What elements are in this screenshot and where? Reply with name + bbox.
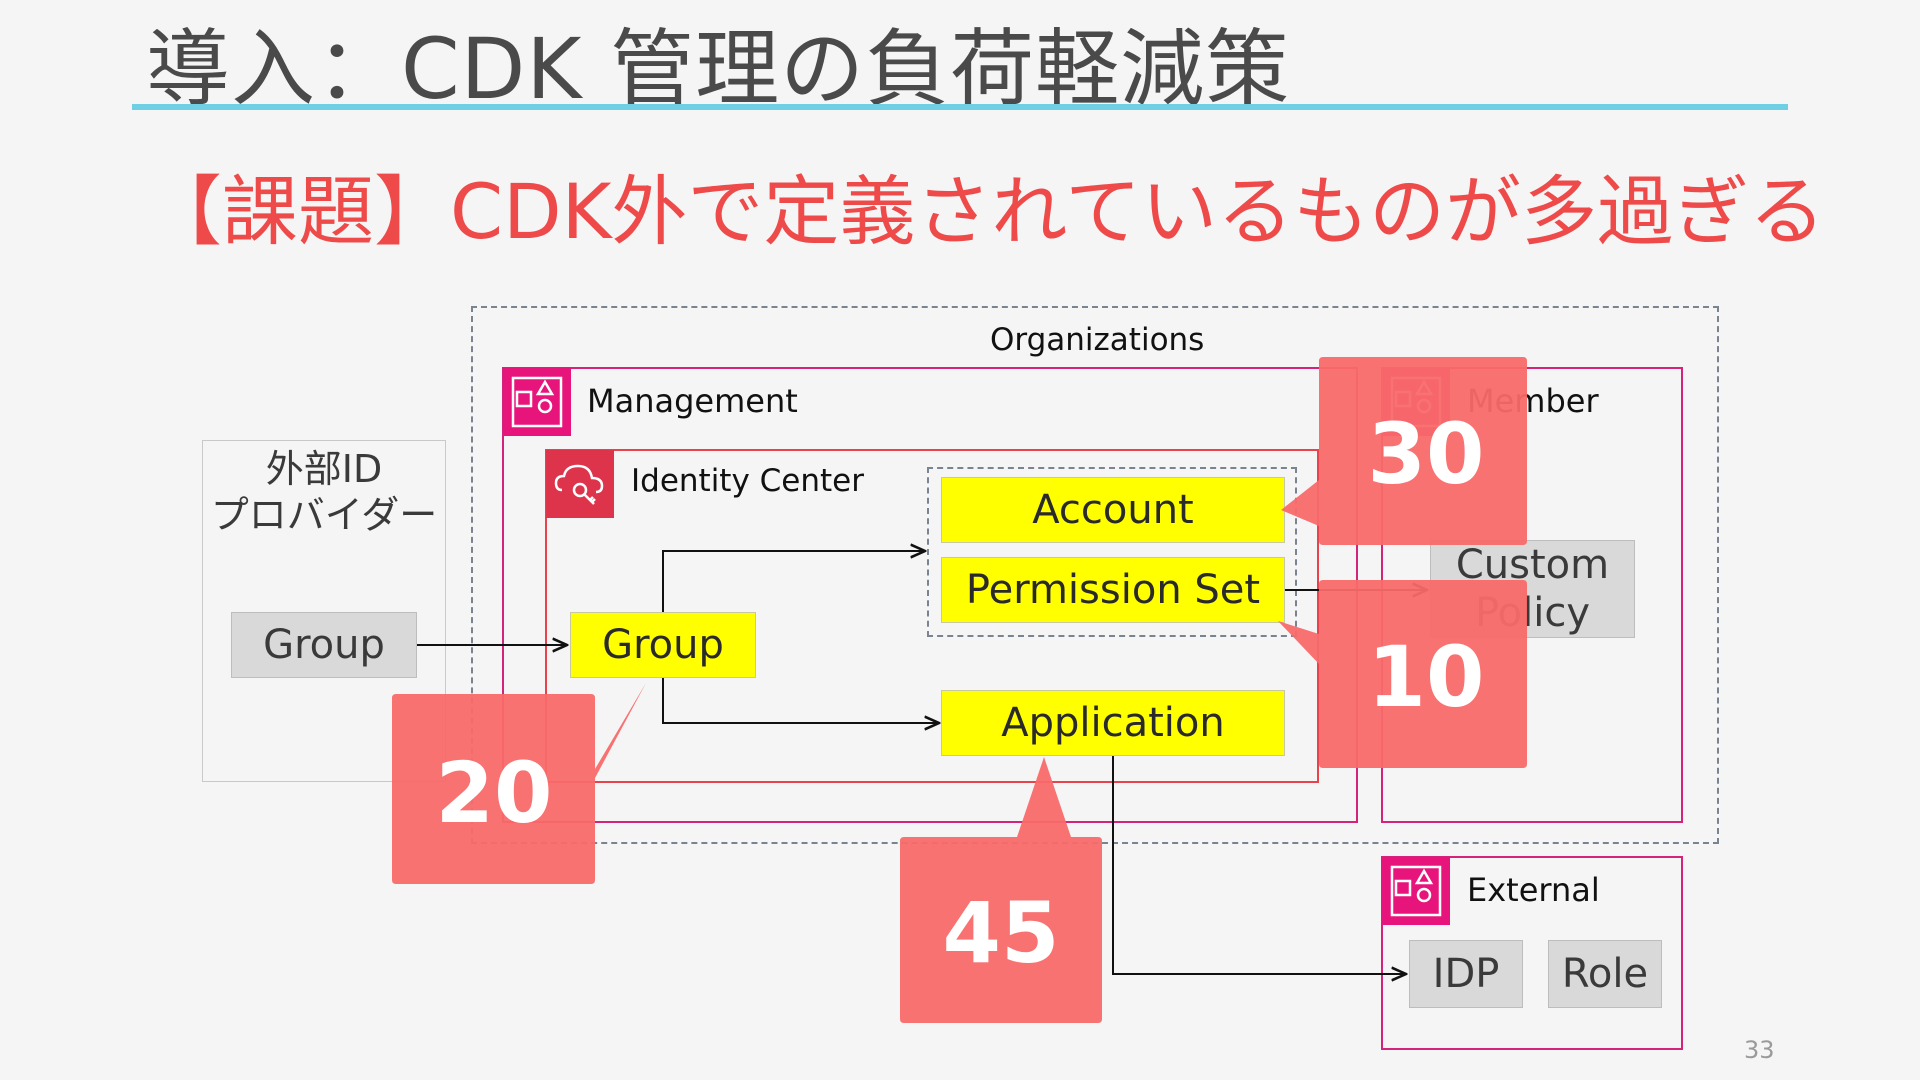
callout-30-text: 30 <box>1368 405 1485 503</box>
callout-45-text: 45 <box>943 884 1060 982</box>
external-label: External <box>1467 871 1600 909</box>
identity-center-icon <box>546 450 614 518</box>
identity-center-label: Identity Center <box>631 463 864 499</box>
arrow-group-to-account-set <box>662 551 925 612</box>
external-id-provider-label-line2: プロバイダー <box>210 493 438 537</box>
management-label: Management <box>587 382 798 420</box>
account-box: Account <box>941 477 1285 543</box>
callout-10: 10 <box>1278 580 1527 768</box>
callout-45: 45 <box>900 757 1102 1023</box>
external-account-icon <box>1382 857 1450 925</box>
callout-20: 20 <box>392 683 646 884</box>
page-number: 33 <box>1744 1036 1775 1064</box>
callout-10-text: 10 <box>1368 628 1485 726</box>
external-group-box: Group <box>231 612 417 678</box>
role-box: Role <box>1548 940 1662 1008</box>
identity-center-box <box>545 449 1319 783</box>
callout-20-text: 20 <box>436 744 553 842</box>
callout-30: 30 <box>1281 357 1527 545</box>
external-account-box <box>1381 856 1683 1050</box>
title-underline <box>132 104 1788 110</box>
account-permission-group-box <box>927 467 1297 637</box>
application-box: Application <box>941 690 1285 756</box>
slide-subtitle: 【課題】CDK外で定義されているものが多過ぎる <box>146 167 1826 256</box>
external-id-provider-label-line1: 外部ID <box>265 447 383 491</box>
arrow-application-to-idp <box>1112 756 1406 974</box>
organizations-label: Organizations <box>990 322 1205 358</box>
identity-center-group-box: Group <box>570 612 756 678</box>
management-account-icon <box>503 368 571 436</box>
permission-set-box: Permission Set <box>941 557 1285 623</box>
arrow-group-to-application <box>662 678 939 723</box>
slide-title: 導入：CDK 管理の負荷軽減策 <box>146 20 1291 118</box>
idp-box: IDP <box>1409 940 1523 1008</box>
